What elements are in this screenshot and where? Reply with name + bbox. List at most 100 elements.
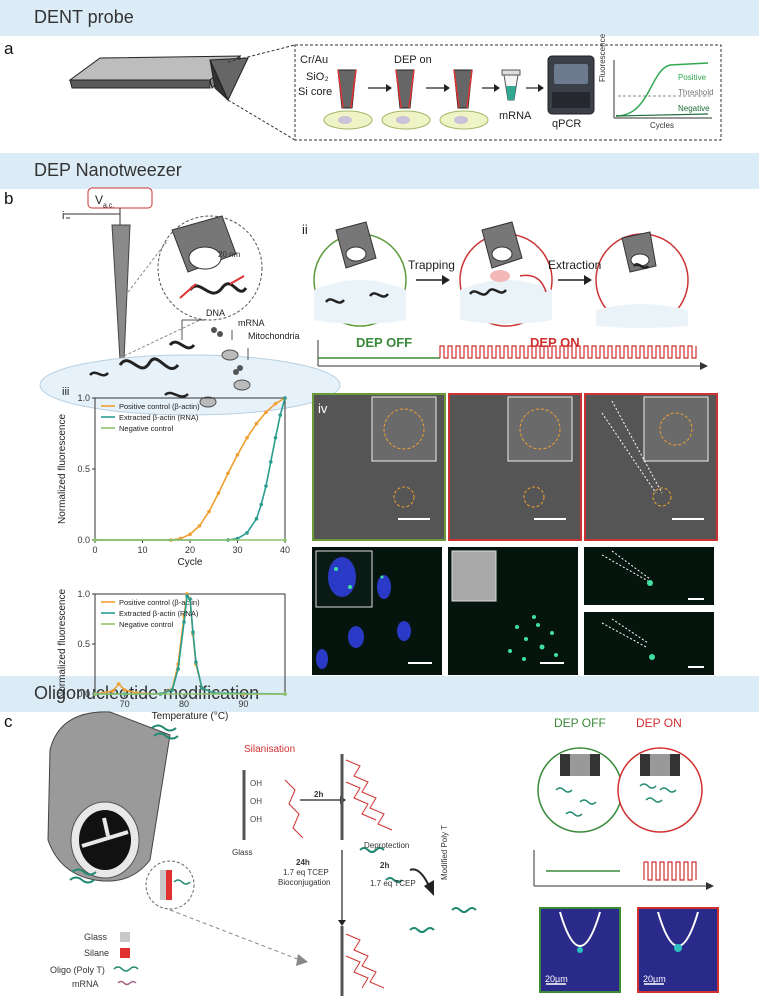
- x-tick-label: 30: [232, 545, 242, 555]
- data-point: [283, 692, 287, 696]
- data-point: [273, 435, 278, 440]
- sub-label-ii: ii: [302, 222, 308, 237]
- data-point: [185, 594, 189, 598]
- data-point: [194, 660, 198, 664]
- section-header-dep: DEP Nanotweezer: [0, 153, 759, 189]
- y-tick-label: 0.5: [77, 464, 90, 474]
- dep-on-label: DEP ON: [530, 335, 580, 350]
- data-point: [111, 689, 115, 693]
- svg-text:OH: OH: [250, 815, 262, 824]
- data-point: [93, 538, 97, 542]
- qpcr-label: qPCR: [552, 118, 582, 130]
- data-point: [207, 509, 211, 514]
- vac-label: Va.c.: [95, 193, 114, 209]
- sub-label-iii: iii: [62, 386, 70, 398]
- panel-label-a: a: [4, 39, 14, 58]
- section-title: DENT probe: [34, 7, 134, 27]
- scale-bar-label: 20µm: [643, 974, 666, 984]
- silanisation-label: Silanisation: [244, 744, 296, 755]
- data-point: [182, 620, 186, 624]
- x-axis-label: Temperature (°C): [152, 711, 229, 722]
- trapping-label: Trapping: [408, 258, 455, 272]
- y-tick-label: 0.0: [77, 535, 90, 545]
- legend-glass: Glass: [84, 932, 108, 942]
- svg-text:OH: OH: [250, 779, 262, 788]
- section-title: DEP Nanotweezer: [34, 160, 182, 180]
- data-point: [283, 396, 287, 400]
- x-tick-label: 90: [238, 699, 248, 709]
- y-tick-label: 0.5: [77, 639, 90, 649]
- dna-label: DNA: [206, 308, 226, 318]
- tip-1: [337, 69, 357, 109]
- dep-on-label-c: DEP ON: [636, 716, 682, 730]
- vac-sub: a.c.: [103, 202, 115, 210]
- x-tick-label: 10: [137, 545, 147, 555]
- data-point: [116, 682, 121, 686]
- y-tick-label: 0.0: [77, 689, 90, 699]
- data-point: [93, 692, 97, 696]
- legend-entry: Positive control (β-actin): [119, 402, 200, 411]
- y-tick-label: 1.0: [77, 589, 90, 599]
- dep-off-label: DEP OFF: [356, 335, 413, 350]
- y-tick-label: 1.0: [77, 393, 90, 403]
- panel-a-graphics: [68, 44, 722, 141]
- time-2h-b: 2h: [380, 861, 390, 870]
- modified-poly-t: Modified Poly T: [440, 825, 449, 880]
- data-point: [273, 401, 278, 406]
- fluorescence-overlays: [315, 550, 704, 669]
- dep-on-label: DEP on: [394, 54, 432, 66]
- legend-entry: Negative control: [119, 620, 174, 629]
- data-point: [170, 688, 174, 692]
- graph-threshold: Threshold: [678, 88, 714, 97]
- mito-label: Mitochondria: [248, 331, 300, 341]
- data-point: [254, 421, 259, 426]
- tip-3: [453, 69, 473, 109]
- sub-label-iv: iv: [318, 401, 328, 416]
- layer-label: Si core: [298, 86, 333, 98]
- data-point: [245, 531, 249, 535]
- x-tick-label: 0: [92, 545, 97, 555]
- graph-xlabel: Cycles: [650, 121, 675, 130]
- panel-c-graphics: OH OH OH: [47, 711, 719, 996]
- x-tick-label: 20: [185, 545, 195, 555]
- data-point: [268, 460, 273, 464]
- data-point: [264, 484, 268, 488]
- layer-label: Cr/Au: [300, 54, 329, 66]
- scale-bar-label: 20µm: [545, 974, 568, 984]
- legend-entry: Negative control: [119, 424, 174, 433]
- data-point: [200, 686, 204, 690]
- extraction-label: Extraction: [548, 258, 602, 272]
- data-point: [226, 471, 230, 476]
- data-point: [216, 491, 221, 495]
- panel-label-b: b: [4, 189, 14, 208]
- graph-ylabel: Fluorescence: [598, 33, 607, 82]
- panel-label-c: c: [4, 712, 13, 731]
- data-point: [188, 597, 192, 601]
- y-axis-label: Normalized fluorescence: [57, 414, 68, 524]
- eq-tcep-2: 1.7 eq TCEP: [370, 879, 416, 888]
- x-axis-label: Cycle: [177, 557, 202, 568]
- section-header-dent: DENT probe: [0, 0, 759, 36]
- vac-text: V: [95, 193, 104, 207]
- scale-20nm: 20 nm: [218, 250, 241, 259]
- data-point: [259, 502, 264, 507]
- fluorescence-extracted-2: [584, 612, 714, 675]
- data-point: [188, 532, 192, 537]
- data-point: [254, 516, 259, 521]
- graph-positive: Positive: [678, 73, 707, 82]
- data-point: [245, 435, 249, 440]
- legend-entry: Positive control (β-actin): [119, 598, 200, 607]
- legend-entry: Extracted β-actin (RNA): [119, 413, 199, 422]
- data-point: [197, 524, 202, 528]
- deprotection-label: Deprotection: [364, 841, 410, 850]
- data-point: [235, 453, 240, 457]
- legend-silane: Silane: [84, 948, 110, 958]
- legend-mrna: mRNA: [72, 979, 99, 989]
- legend-oligo: Oligo (Poly T): [50, 965, 105, 975]
- time-2h: 2h: [314, 790, 324, 799]
- eq-tcep-1: 1.7 eq TCEP: [283, 868, 329, 877]
- panel-b-schematic: [39, 187, 708, 416]
- tip-2: [395, 69, 415, 109]
